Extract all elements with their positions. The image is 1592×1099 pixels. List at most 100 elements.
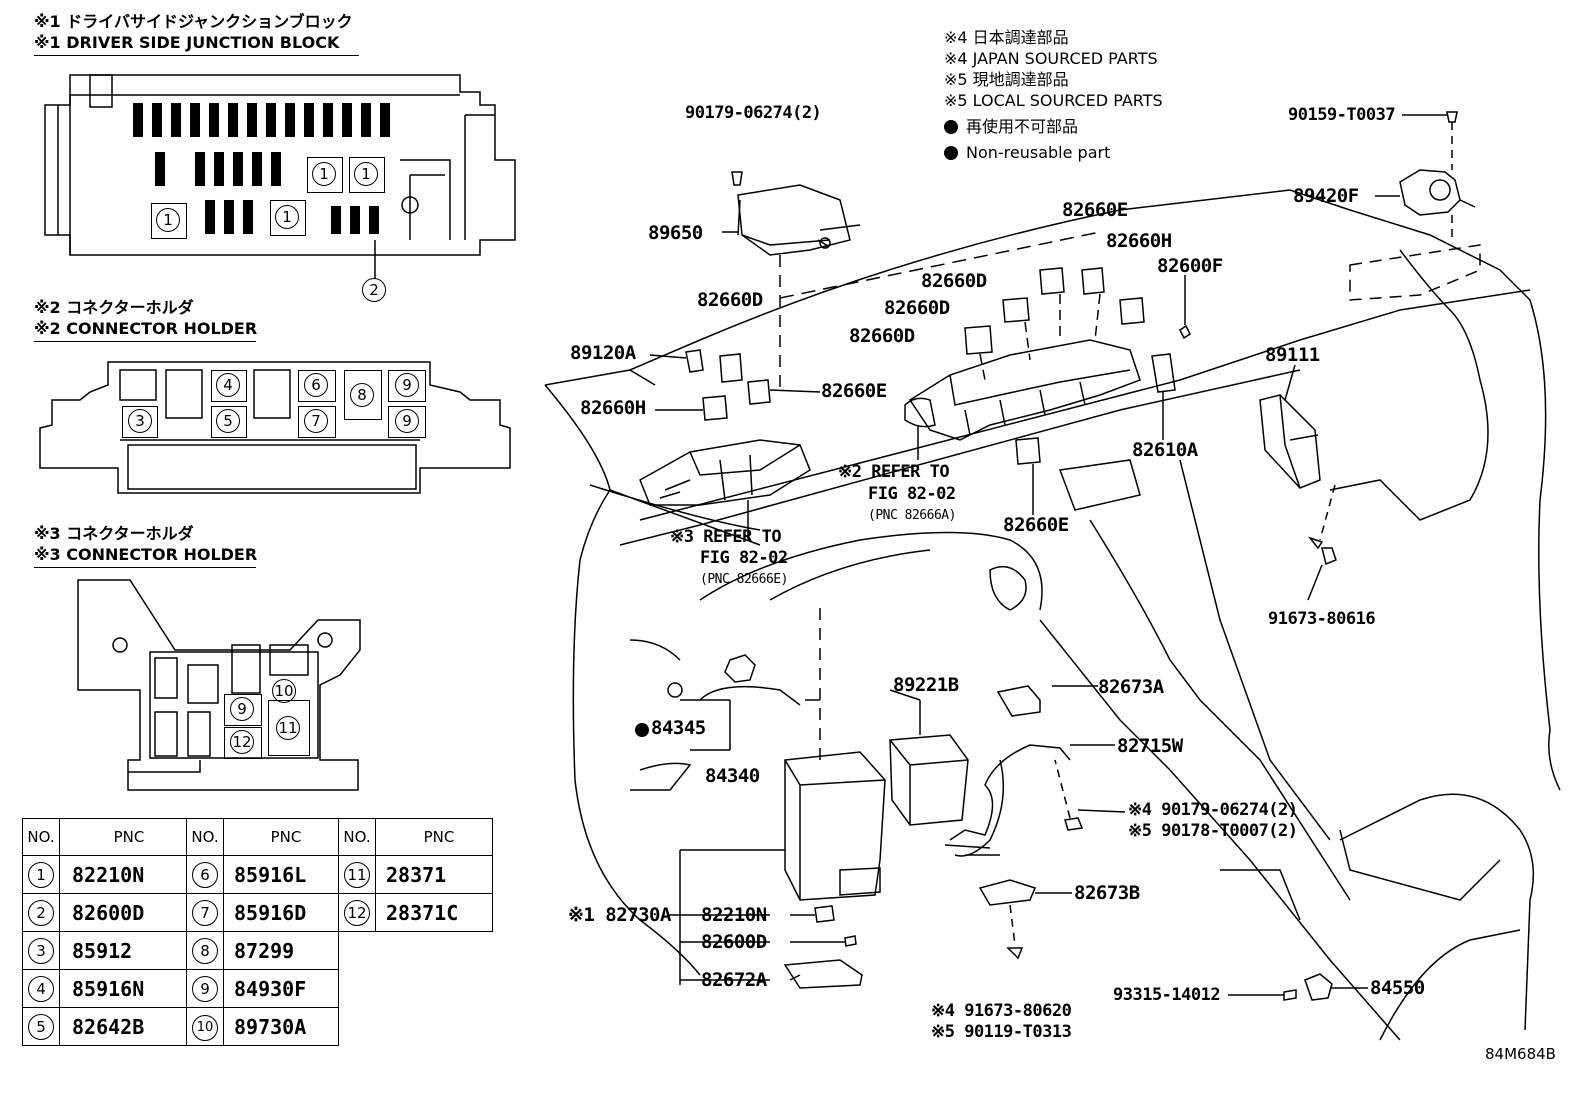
ch2-title-underline — [34, 341, 256, 342]
non-reusable-dot-icon — [944, 120, 958, 134]
dashboard-outline-drawing — [544, 189, 1561, 1041]
ch3-mark-12: 12 — [230, 730, 254, 754]
ref2-line2: FIG 82-02 — [868, 484, 956, 504]
label-82660D: 82660D — [849, 325, 915, 347]
label-82660D: 82660D — [884, 297, 950, 319]
label-82660E: 82660E — [1062, 199, 1128, 221]
non-reusable-dot-icon — [944, 146, 958, 160]
ch3-title-underline — [34, 567, 256, 568]
pnc-table: NO. PNC NO. PNC NO. PNC 1 82210N 6 85916… — [22, 818, 493, 1046]
label-82673A: 82673A — [1098, 676, 1164, 698]
label-82660H: 82660H — [1106, 230, 1172, 252]
connector-holder-3-drawing — [77, 579, 361, 791]
ref3-line2: FIG 82-02 — [700, 548, 788, 568]
label-90179-06274: 90179-06274(2) — [685, 103, 822, 123]
jb-title-ja: ※1 ドライバサイドジャンクションブロック — [34, 12, 353, 31]
connector-holder-2-drawing — [39, 361, 511, 494]
table-row: 1 82210N 6 85916L 11 28371 — [22, 855, 493, 894]
ref2-line1: ※2 REFER TO — [838, 462, 950, 482]
col-no: NO. — [186, 818, 224, 856]
label-82660D: 82660D — [921, 270, 987, 292]
row-number: 1 — [28, 862, 54, 888]
label-82600D: 82600D — [701, 931, 767, 953]
ch2-slot — [298, 406, 336, 438]
ch2-mark-9: 9 — [395, 373, 419, 397]
label-82610A: 82610A — [1132, 439, 1198, 461]
label-89420F: 89420F — [1293, 185, 1359, 207]
jb-title-en: ※1 DRIVER SIDE JUNCTION BLOCK — [34, 33, 340, 52]
row-number: 9 — [192, 976, 218, 1002]
label-82672A: 82672A — [701, 969, 767, 991]
empty-cell — [339, 932, 493, 970]
ch2-mark-5: 5 — [216, 409, 240, 433]
row-number: 11 — [344, 862, 370, 888]
ch2-mark-9: 9 — [395, 409, 419, 433]
table-row: 4 85916N 9 84930F — [22, 969, 493, 1008]
ref3-line3: (PNC 82666E) — [700, 572, 788, 587]
label-84345: 84345 — [651, 717, 706, 739]
row-number: 7 — [192, 900, 218, 926]
jb-slot — [307, 157, 343, 193]
ch3-title-ja: ※3 コネクターホルダ — [34, 524, 194, 543]
row-number: 12 — [344, 900, 370, 926]
ch3-title-en: ※3 CONNECTOR HOLDER — [34, 545, 258, 564]
parts-drawing — [639, 111, 1476, 1001]
ch2-mark-3: 3 — [128, 409, 152, 433]
jb-fuses — [133, 103, 390, 234]
label-91673-80616: 91673-80616 — [1268, 609, 1376, 629]
ch2-slot — [211, 406, 247, 438]
row-number: 3 — [28, 938, 54, 964]
ch2-mark-6: 6 — [304, 373, 328, 397]
empty-cell — [339, 1008, 493, 1046]
row-number: 2 — [28, 900, 54, 926]
ch2-mark-4: 4 — [216, 373, 240, 397]
empty-cell — [339, 970, 493, 1008]
pnc-cell: 82642B — [59, 1007, 187, 1046]
pnc-table-header: NO. PNC NO. PNC NO. PNC — [22, 818, 493, 856]
ch2-mark-7: 7 — [304, 409, 328, 433]
table-row: 2 82600D 7 85916D 12 28371C — [22, 893, 493, 932]
jb-slot — [151, 203, 187, 239]
col-no: NO. — [338, 818, 376, 856]
ch3-mark-11: 11 — [276, 716, 300, 740]
col-pnc: PNC — [223, 818, 339, 856]
table-row: 3 85912 8 87299 — [22, 931, 493, 970]
pnc-cell: 85912 — [59, 931, 187, 970]
ch2-title-ja: ※2 コネクターホルダ — [34, 298, 194, 317]
label-89650: 89650 — [648, 222, 703, 244]
label-82210N: 82210N — [701, 904, 767, 926]
col-pnc: PNC — [59, 818, 187, 856]
label-fastener-local: ※5 90178-T0007(2) — [1128, 821, 1298, 841]
label-82660H: 82660H — [580, 397, 646, 419]
ch2-slot — [344, 370, 382, 420]
jb-slot — [270, 200, 306, 236]
label-82673B: 82673B — [1074, 882, 1140, 904]
table-row: 5 82642B 10 89730A — [22, 1007, 493, 1046]
pnc-cell: 87299 — [223, 931, 339, 970]
ch3-slot — [224, 694, 262, 726]
label-82600F: 82600F — [1157, 255, 1223, 277]
row-number: 10 — [192, 1015, 218, 1041]
ch2-slot — [122, 406, 158, 438]
col-pnc: PNC — [375, 818, 493, 856]
ref3-line1: ※3 REFER TO — [670, 527, 782, 547]
label-82660E: 82660E — [821, 380, 887, 402]
pnc-cell: 82600D — [59, 893, 187, 932]
ch2-slot — [211, 370, 247, 402]
label-89221B: 89221B — [893, 674, 959, 696]
pnc-cell: 85916N — [59, 969, 187, 1008]
ref2-line3: (PNC 82666A) — [868, 508, 956, 523]
label-bolt-local: ※5 90119-T0313 — [931, 1022, 1072, 1042]
non-reusable-dot-icon — [635, 723, 649, 737]
col-no: NO. — [22, 818, 60, 856]
pnc-cell: 28371C — [375, 893, 493, 932]
pnc-cell: 82210N — [59, 855, 187, 894]
label-bolt-jp: ※4 91673-80620 — [931, 1001, 1072, 1021]
ch2-slot — [388, 370, 426, 402]
ch2-slot — [388, 406, 426, 438]
note-japan-ja: ※4 日本調達部品 — [944, 28, 1069, 47]
ch3-slot — [268, 700, 310, 756]
row-number: 6 — [192, 862, 218, 888]
ch3-mark-9: 9 — [230, 697, 254, 721]
